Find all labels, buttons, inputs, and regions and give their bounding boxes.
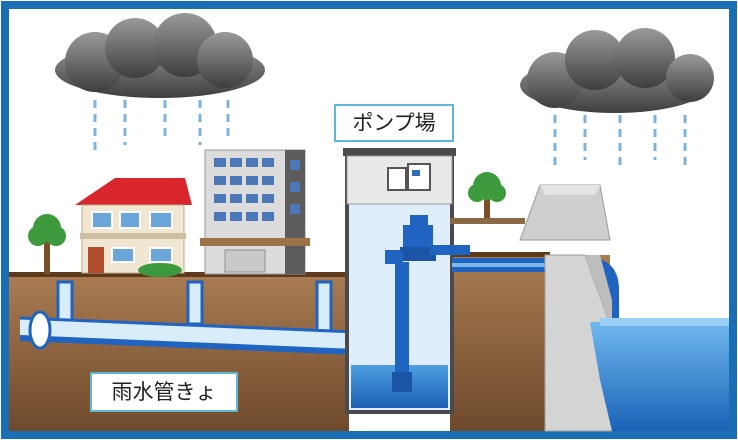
manhole-icon <box>315 280 333 334</box>
ground-ledge <box>450 218 525 224</box>
manhole-icon <box>186 280 204 326</box>
rain-pipe-label: 雨水管きょ <box>90 372 238 412</box>
ground-line <box>9 272 349 277</box>
building-icon <box>200 149 310 275</box>
cloud-icon <box>55 13 265 98</box>
rain-icon <box>93 100 230 150</box>
tree-icon <box>468 172 506 218</box>
house-icon <box>75 178 192 277</box>
levee <box>519 184 613 432</box>
ground-line <box>450 252 550 257</box>
pump-station-label: ポンプ場 <box>334 104 454 142</box>
pump-icon <box>385 215 470 392</box>
tree-icon <box>28 214 66 274</box>
river <box>590 318 729 431</box>
cloud-icon <box>520 28 714 113</box>
pump-station <box>343 148 470 414</box>
rain-icon <box>553 115 687 165</box>
